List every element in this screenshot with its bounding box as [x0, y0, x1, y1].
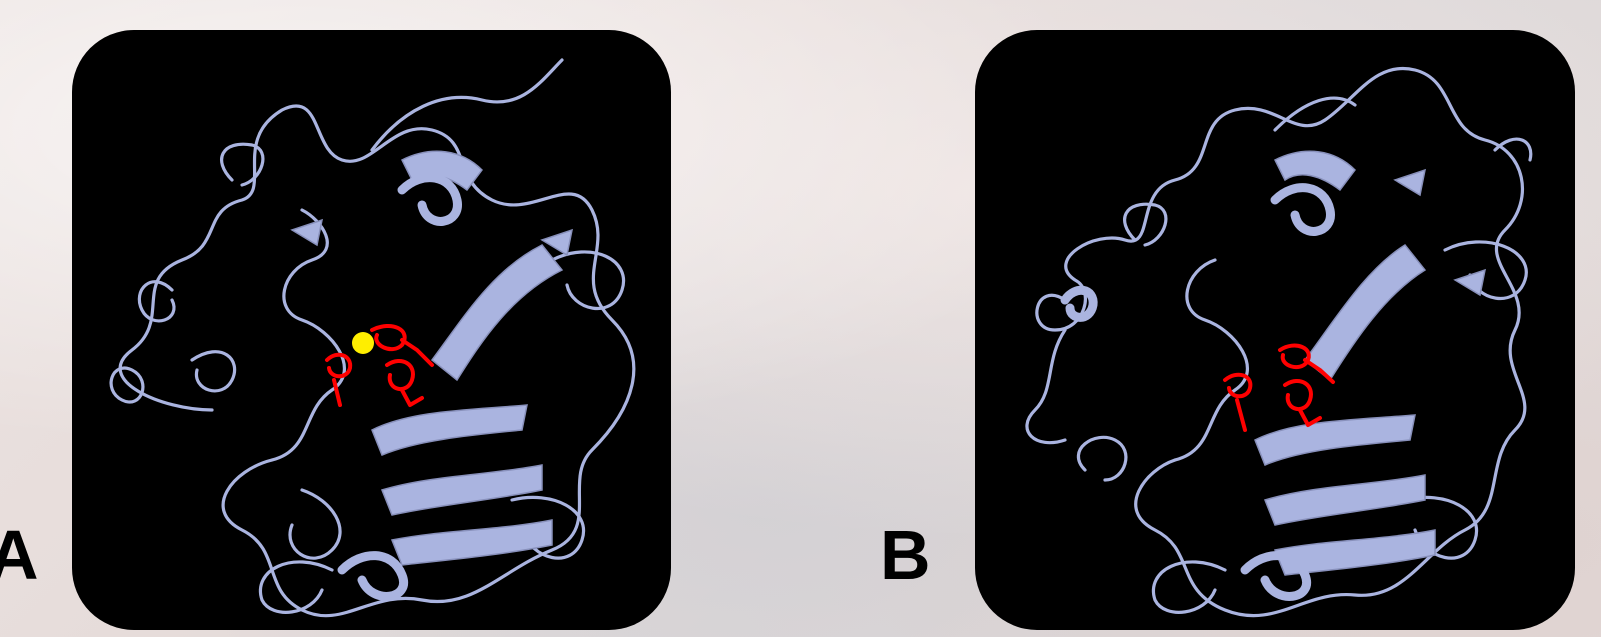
beta-strands-a — [292, 151, 572, 565]
panel-label-b: B — [880, 520, 931, 590]
protein-ribbon-diagram-b — [975, 30, 1575, 630]
bound-ion-a — [352, 332, 374, 354]
protein-structure-panel-b — [975, 30, 1575, 630]
protein-ribbon-diagram-a — [72, 30, 671, 630]
beta-strands-b — [1255, 151, 1485, 575]
panel-label-a: A — [0, 520, 39, 590]
helices-b — [1065, 188, 1330, 597]
protein-structure-panel-a — [72, 30, 671, 630]
coil-loops-b — [1027, 68, 1531, 615]
